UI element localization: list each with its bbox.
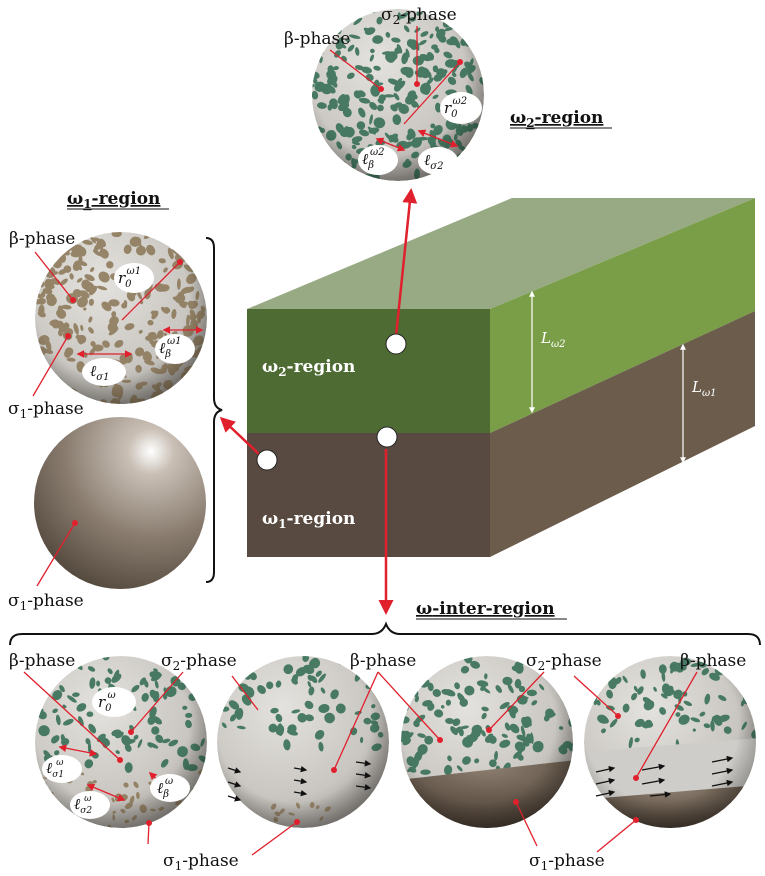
motion-arrow bbox=[595, 789, 616, 797]
sample-point-omega1 bbox=[256, 449, 278, 471]
omega1-ell-sigma-bubble bbox=[82, 358, 126, 386]
omega2-ell-sigma: ℓσ2 bbox=[424, 151, 443, 172]
inter-beta-2: β-phase bbox=[350, 651, 416, 671]
block-omega2-front bbox=[247, 309, 490, 433]
inter-beta-3: β-phase bbox=[680, 651, 746, 671]
inter-sphere-1 bbox=[35, 656, 207, 828]
block-omega1-front bbox=[247, 433, 490, 557]
motion-arrow bbox=[293, 789, 308, 797]
inter-sigma1-2: σ1-phase bbox=[529, 851, 605, 873]
inter-sphere-2 bbox=[217, 656, 389, 828]
motion-arrow bbox=[711, 767, 734, 775]
motion-arrow bbox=[293, 777, 308, 785]
motion-arrow bbox=[355, 784, 372, 791]
omega2-sigma2-label: σ2-phase bbox=[381, 5, 457, 27]
block-omega1-side bbox=[490, 311, 755, 557]
motion-arrow bbox=[641, 763, 666, 771]
omega2-ell-beta: ℓβω2 bbox=[362, 147, 385, 171]
omega1-ell-beta: ℓβω1 bbox=[159, 336, 182, 360]
inter-title: ω-inter-region bbox=[416, 599, 555, 619]
motion-arrow bbox=[293, 765, 308, 773]
sample-point-inter bbox=[376, 426, 398, 448]
sample-pointers bbox=[219, 188, 418, 615]
motion-arrow bbox=[595, 777, 616, 785]
motion-arrow bbox=[649, 791, 672, 798]
inter-sphere-3 bbox=[401, 656, 573, 828]
motion-arrow bbox=[227, 767, 242, 774]
omega2-panel: ω2-region β-phase σ2-phase r0ω2 ℓβω2 ℓσ2 bbox=[284, 5, 612, 181]
inter-r0: r0ω bbox=[98, 690, 116, 714]
inter-beta-1: β-phase bbox=[9, 651, 75, 671]
arrow-to-omega1 bbox=[219, 416, 261, 456]
omega1-ell-sigma: ℓσ1 bbox=[90, 362, 109, 383]
motion-arrow bbox=[355, 772, 372, 779]
inter-ell-s1: ℓσ1ω bbox=[46, 758, 64, 780]
motion-arrow bbox=[711, 779, 734, 787]
omega1-ell-beta-bubble bbox=[155, 334, 195, 364]
motion-arrow bbox=[711, 755, 734, 763]
interface-motion-arrows bbox=[227, 755, 734, 802]
omega1-r0-bubble bbox=[114, 263, 154, 293]
omega1-beta-label: β-phase bbox=[9, 229, 75, 249]
sample-point-omega2 bbox=[385, 333, 407, 355]
block-omega1-label: ω1-region bbox=[262, 509, 355, 531]
omega2-beta-label: β-phase bbox=[284, 29, 350, 49]
omega2-r0: r0ω2 bbox=[444, 96, 467, 120]
omega2-ell-beta-bubble bbox=[358, 145, 398, 175]
omega1-solid-sphere bbox=[34, 417, 206, 589]
inter-ell-s2: ℓσ2ω bbox=[74, 794, 92, 816]
omega2-r0-bubble bbox=[440, 92, 482, 124]
omega1-brace bbox=[205, 237, 223, 583]
motion-arrow bbox=[227, 781, 242, 788]
omega1-solid-sigma1-label: σ1-phase bbox=[8, 591, 84, 613]
motion-arrow bbox=[595, 765, 616, 773]
L-omega2-label: Lω2 bbox=[540, 329, 566, 350]
omega1-sigma1-label: σ1-phase bbox=[8, 399, 84, 421]
inter-ell-b: ℓβω bbox=[157, 776, 173, 800]
inter-sphere-4 bbox=[584, 656, 756, 828]
block-omega2-side bbox=[490, 198, 755, 433]
inter-sigma2-2: σ2-phase bbox=[526, 651, 602, 673]
omega1-panel: ω1-region β-phase r0ω1 ℓβω1 ℓσ1 σ1-phase bbox=[8, 189, 223, 613]
inter-brace bbox=[9, 621, 761, 646]
motion-arrow bbox=[355, 760, 372, 767]
omega1-title: ω1-region bbox=[67, 189, 160, 211]
arrow-to-omega2 bbox=[394, 188, 418, 337]
omega2-ell-sigma-bubble bbox=[418, 147, 458, 175]
domain-block: ω2-region ω1-region Lω2 Lω1 bbox=[247, 198, 755, 557]
inter-sigma1-1: σ1-phase bbox=[163, 851, 239, 873]
block-top-face bbox=[247, 198, 755, 309]
block-omega2-label: ω2-region bbox=[262, 357, 355, 379]
motion-arrow bbox=[641, 777, 666, 785]
inter-sigma2-1: σ2-phase bbox=[161, 651, 237, 673]
motion-arrow bbox=[227, 795, 242, 802]
omega1-r0: r0ω1 bbox=[118, 266, 141, 290]
L-omega1-label: Lω1 bbox=[691, 378, 717, 399]
omega2-title: ω2-region bbox=[510, 108, 603, 130]
inter-panel: ω-inter-region bbox=[9, 599, 761, 873]
